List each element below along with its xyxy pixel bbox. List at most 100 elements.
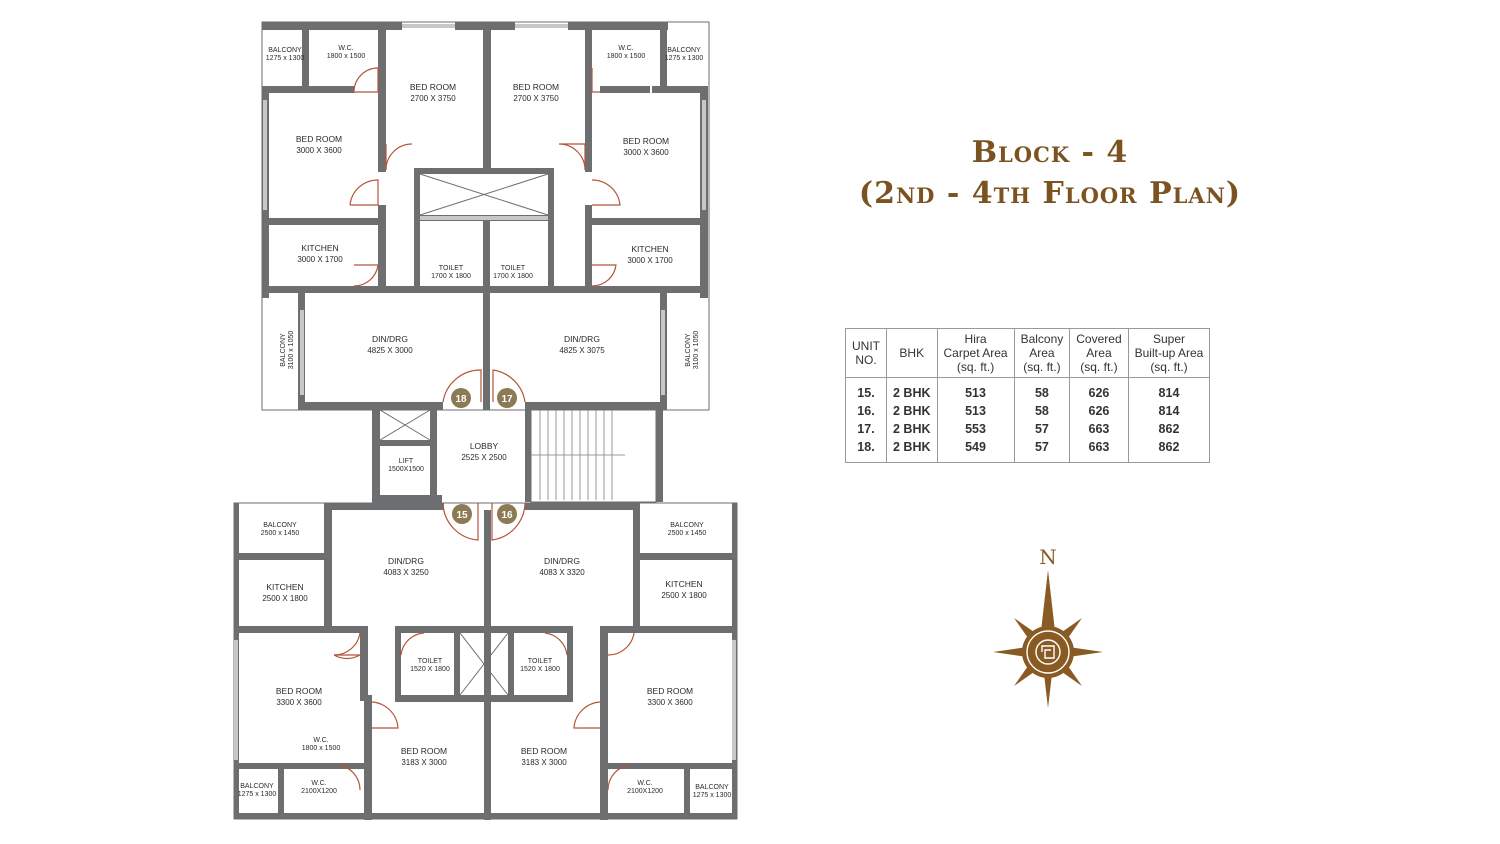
floor-plan-subtitle: (2nd - 4th Floor Plan) [858, 176, 1242, 211]
room-dimension: 3300 X 3600 [276, 698, 322, 707]
room-dimension: 4825 X 3000 [367, 346, 413, 355]
room-dimension: 1800 x 1500 [327, 53, 366, 60]
room-dimension: 2500 x 1450 [668, 530, 707, 537]
room-dimension: 1700 X 1800 [431, 273, 471, 280]
room-dimension: 4083 X 3250 [383, 568, 429, 577]
room-name: BALCONY [685, 333, 692, 367]
header-carpet-area: Hira Carpet Area (sq. ft.) [936, 328, 1015, 378]
room-dimension: 3300 X 3600 [647, 698, 693, 707]
room-label-din-lr: DIN/DRG 4083 X 3320 [539, 556, 585, 577]
room-dimension: 4825 X 3075 [559, 346, 605, 355]
room-name: BALCONY [263, 522, 297, 529]
header-unit-no: UNIT NO. [845, 328, 887, 378]
doors [333, 67, 635, 791]
room-name: BALCONY [268, 47, 302, 54]
room-dimension: 1700 X 1800 [493, 273, 533, 280]
room-dimension: 3183 X 3000 [521, 758, 567, 767]
room-name: DIN/DRG [544, 556, 580, 566]
room-label-bed-bot-r: BED ROOM 3183 X 3000 [521, 746, 567, 767]
room-name: BED ROOM [401, 746, 447, 756]
table-header-row: UNIT NO. BHK Hira Carpet Area (sq. ft.) … [845, 328, 1211, 378]
room-dimension: 3000 X 3600 [623, 148, 669, 157]
header-super-builtup-area: Super Built-up Area (sq. ft.) [1127, 328, 1211, 378]
room-label-bed-ur: BED ROOM 3000 X 3600 [623, 136, 669, 157]
header-bhk: BHK [886, 328, 938, 378]
room-dimension: 3183 X 3000 [401, 758, 447, 767]
room-name: W.C. [338, 45, 353, 52]
room-name: TOILET [501, 265, 526, 272]
room-dimension: 1520 X 1800 [410, 666, 450, 673]
room-dimension: 2700 X 3750 [513, 94, 559, 103]
room-dimension: 1800 x 1500 [607, 53, 646, 60]
room-dimension: 3100 x 1050 [288, 331, 295, 370]
room-dimension: 3000 X 1700 [627, 256, 673, 265]
room-dimension: 2100X1200 [627, 788, 663, 795]
room-dimension: 2700 X 3750 [410, 94, 456, 103]
unit-badge-16: 16 [497, 504, 517, 524]
room-label-kitchen-ul: KITCHEN 3000 X 1700 [297, 243, 343, 264]
compass-north-label: N [1039, 545, 1057, 569]
unit-badge-15-label: 15 [456, 510, 468, 521]
room-dimension: 3000 X 1700 [297, 255, 343, 264]
room-name: W.C. [311, 780, 326, 787]
walls [234, 22, 737, 820]
room-dimension: 2500 X 1800 [661, 591, 707, 600]
room-name: BED ROOM [521, 746, 567, 756]
room-dimension: 4083 X 3320 [539, 568, 585, 577]
room-label-bed-bot-l: BED ROOM 3183 X 3000 [401, 746, 447, 767]
room-label-wc-bl: W.C.2100X1200 [301, 780, 337, 795]
room-name: KITCHEN [301, 243, 338, 253]
room-dimension: 2500 X 1800 [262, 594, 308, 603]
room-dimension: 2100X1200 [301, 788, 337, 795]
unit-badge-18-label: 18 [455, 394, 467, 405]
room-name: BED ROOM [623, 136, 669, 146]
unit-area-table: UNIT NO. BHK Hira Carpet Area (sq. ft.) … [845, 328, 1211, 463]
room-dimension: 1500X1500 [388, 466, 424, 473]
unit-badge-16-label: 16 [501, 510, 513, 521]
room-label-wc-tr: W.C.1800 x 1500 [607, 45, 646, 60]
windows [234, 24, 736, 760]
room-dimension: 3000 X 3600 [296, 146, 342, 155]
room-dimension: 3100 x 1050 [693, 331, 700, 370]
room-name: LIFT [399, 458, 414, 465]
room-name: W.C. [313, 737, 328, 744]
room-dimension: 1275 x 1300 [693, 792, 732, 799]
room-name: BALCONY [240, 783, 274, 790]
room-dimension: 1275 x 1300 [665, 55, 704, 62]
header-covered-area: Covered Area (sq. ft.) [1069, 328, 1129, 378]
block-title: Block - 4 [971, 135, 1129, 170]
room-dimension: 2500 x 1450 [261, 530, 300, 537]
room-name: TOILET [528, 658, 553, 665]
room-name: BED ROOM [410, 82, 456, 92]
room-name: TOILET [418, 658, 443, 665]
room-dimension: 1275 x 1300 [238, 791, 277, 798]
room-name: BALCONY [667, 47, 701, 54]
room-name: KITCHEN [665, 579, 702, 589]
room-name: BALCONY [695, 784, 729, 791]
room-name: LOBBY [470, 441, 499, 451]
compass-star-icon [993, 570, 1103, 708]
unit-badges: 18 17 15 16 [451, 388, 517, 524]
